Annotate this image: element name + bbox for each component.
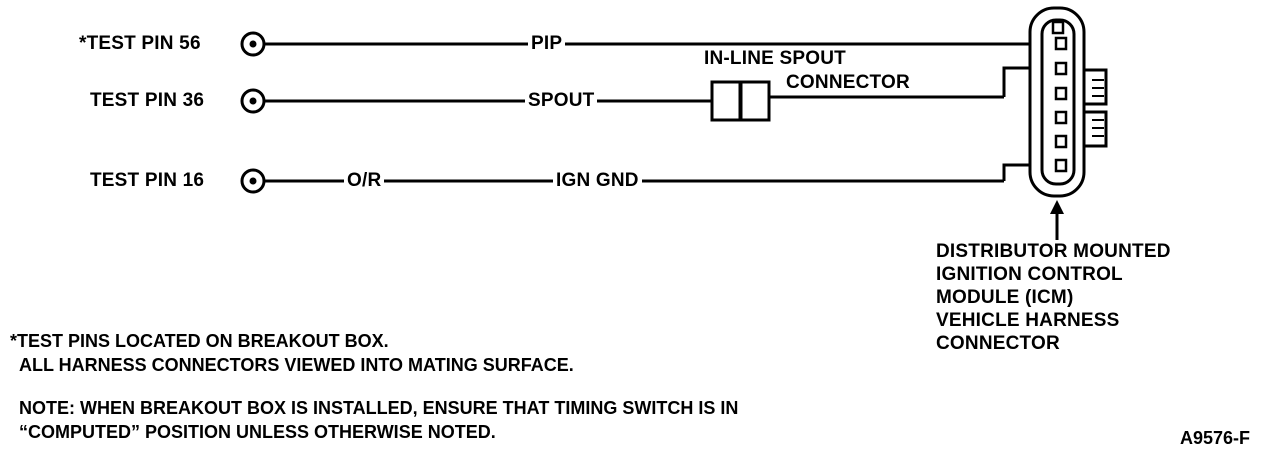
inline-spout-connector <box>710 80 771 122</box>
test-pin-36-terminal <box>240 88 266 114</box>
icm-harness-connector <box>1028 6 1108 198</box>
test-pin-56-terminal <box>240 31 266 57</box>
footnote-line-1: *TEST PINS LOCATED ON BREAKOUT BOX. <box>10 331 389 351</box>
ign-gnd-wire-label: IGN GND <box>553 170 642 192</box>
icm-label-line-1: DISTRIBUTOR MOUNTED <box>936 241 1171 262</box>
test-pin-16-label: TEST PIN 16 <box>90 170 205 191</box>
pip-wire-label: PIP <box>528 33 566 55</box>
icm-label-line-3: MODULE (ICM) <box>936 287 1074 308</box>
note-line-2: “COMPUTED” POSITION UNLESS OTHERWISE NOT… <box>19 422 496 442</box>
icm-pointer-arrow <box>1050 200 1064 240</box>
or-wire-color-label: O/R <box>344 170 385 192</box>
icm-label-line-5: CONNECTOR <box>936 333 1060 354</box>
inline-spout-connector-label-2: CONNECTOR <box>783 72 913 94</box>
footnote-line-2: ALL HARNESS CONNECTORS VIEWED INTO MATIN… <box>19 355 574 375</box>
inline-spout-connector-label-1: IN-LINE SPOUT <box>704 48 846 69</box>
note-line-1: NOTE: WHEN BREAKOUT BOX IS INSTALLED, EN… <box>19 398 739 418</box>
icm-label-line-4: VEHICLE HARNESS <box>936 310 1120 331</box>
test-pin-36-label: TEST PIN 36 <box>90 90 205 111</box>
test-pin-16-terminal <box>240 168 266 194</box>
icm-label-line-2: IGNITION CONTROL <box>936 264 1123 285</box>
figure-id: A9576-F <box>1180 428 1251 448</box>
spout-wire-label: SPOUT <box>525 90 598 112</box>
test-pin-56-label: *TEST PIN 56 <box>79 33 201 54</box>
